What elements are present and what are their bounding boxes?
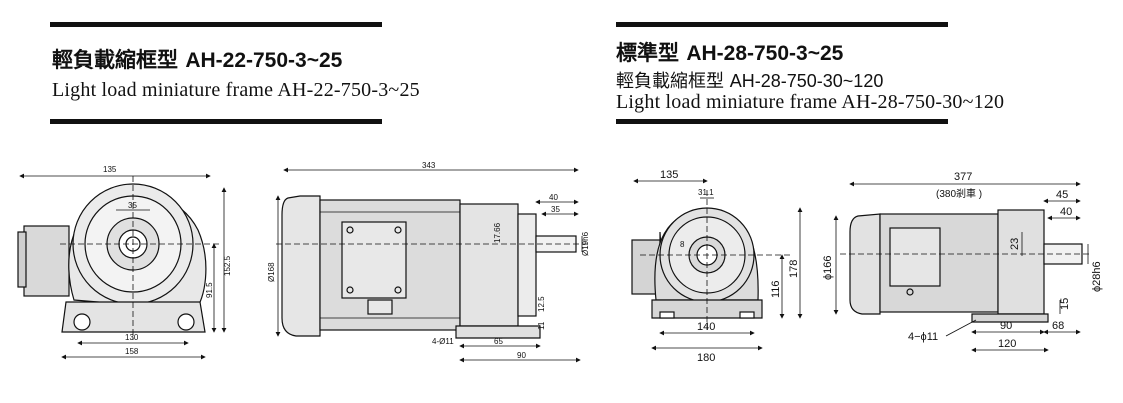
right-dim-28h6: ϕ28h6 — [1091, 261, 1103, 292]
left-top-rule — [50, 22, 382, 27]
left-dim-35b: 35 — [551, 205, 560, 214]
right-bottom-rule — [616, 119, 948, 124]
right-side-view — [833, 181, 1090, 353]
right-title: 標準型 AH-28-750-3~25 — [616, 37, 843, 67]
right-subtitle-en: Light load miniature frame AH-28-750-30~… — [616, 91, 1004, 114]
left-dim-343: 343 — [422, 161, 436, 170]
left-front-view — [17, 173, 227, 360]
right-subtitle-cn-text: 輕負載縮框型 — [616, 71, 724, 92]
right-dim-116: 116 — [770, 280, 782, 298]
right-subtitle-cn-model: AH-28-750-30~120 — [729, 71, 884, 91]
right-dim-31-1: 31.1 — [698, 188, 714, 197]
left-dim-19h6: Ø19h6 — [581, 231, 590, 256]
left-dim-4-11: 4-Ø11 — [432, 337, 454, 346]
left-dim-12-5: 12.5 — [537, 296, 546, 312]
right-dim-8: 8 — [680, 240, 685, 249]
left-dim-130: 130 — [125, 333, 139, 342]
left-dim-158: 158 — [125, 347, 139, 356]
right-subtitle-en-model: AH-28-750-30~120 — [841, 91, 1005, 113]
right-subtitle-cn: 輕負載縮框型 AH-28-750-30~120 — [616, 67, 883, 93]
left-dim-11: 11 — [537, 321, 546, 330]
left-subtitle-model: AH-22-750-3~25 — [277, 79, 420, 101]
right-dim-140: 140 — [697, 321, 715, 333]
right-dim-45: 45 — [1056, 189, 1068, 201]
left-bottom-rule — [50, 119, 382, 124]
right-dim-40: 40 — [1060, 206, 1072, 218]
right-subtitle-en-text: Light load miniature frame — [616, 91, 838, 113]
left-dim-168: Ø168 — [267, 262, 276, 282]
left-subtitle: Light load miniature frame AH-22-750-3~2… — [52, 79, 420, 102]
left-dim-152-5: 152.5 — [223, 255, 232, 276]
right-dim-brake: (380剎車 ) — [936, 187, 982, 200]
left-dim-91-5: 91.5 — [205, 282, 214, 298]
left-dim-135: 135 — [103, 165, 117, 174]
left-title-cn: 輕負載縮框型 — [52, 48, 178, 72]
right-title-model: AH-28-750-3~25 — [686, 42, 844, 65]
right-dim-23: 23 — [1009, 238, 1021, 250]
left-dim-40: 40 — [549, 193, 558, 202]
right-dim-4-11: 4−ϕ11 — [908, 331, 938, 343]
right-dim-90: 90 — [1000, 320, 1012, 332]
right-dim-166: ϕ166 — [822, 255, 834, 280]
right-dim-120: 120 — [998, 338, 1016, 350]
right-dim-377: 377 — [954, 171, 972, 183]
right-dim-135: 135 — [660, 169, 678, 181]
left-title: 輕負載縮框型 AH-22-750-3~25 — [52, 44, 342, 74]
left-dim-90: 90 — [517, 351, 526, 360]
left-subtitle-en: Light load miniature frame — [52, 79, 274, 101]
left-side-view — [275, 167, 590, 363]
left-dim-65: 65 — [494, 337, 503, 346]
right-front-view — [631, 178, 803, 351]
right-dim-180: 180 — [697, 352, 715, 364]
right-dim-15: 15 — [1059, 298, 1071, 310]
left-dim-17-66: 17.66 — [493, 222, 502, 243]
right-dim-68: 68 — [1052, 320, 1064, 332]
right-title-cn: 標準型 — [616, 41, 679, 65]
right-dim-178: 178 — [788, 260, 800, 278]
left-title-model: AH-22-750-3~25 — [185, 49, 343, 72]
right-top-rule — [616, 22, 948, 27]
left-dim-35: 35 — [128, 201, 137, 210]
